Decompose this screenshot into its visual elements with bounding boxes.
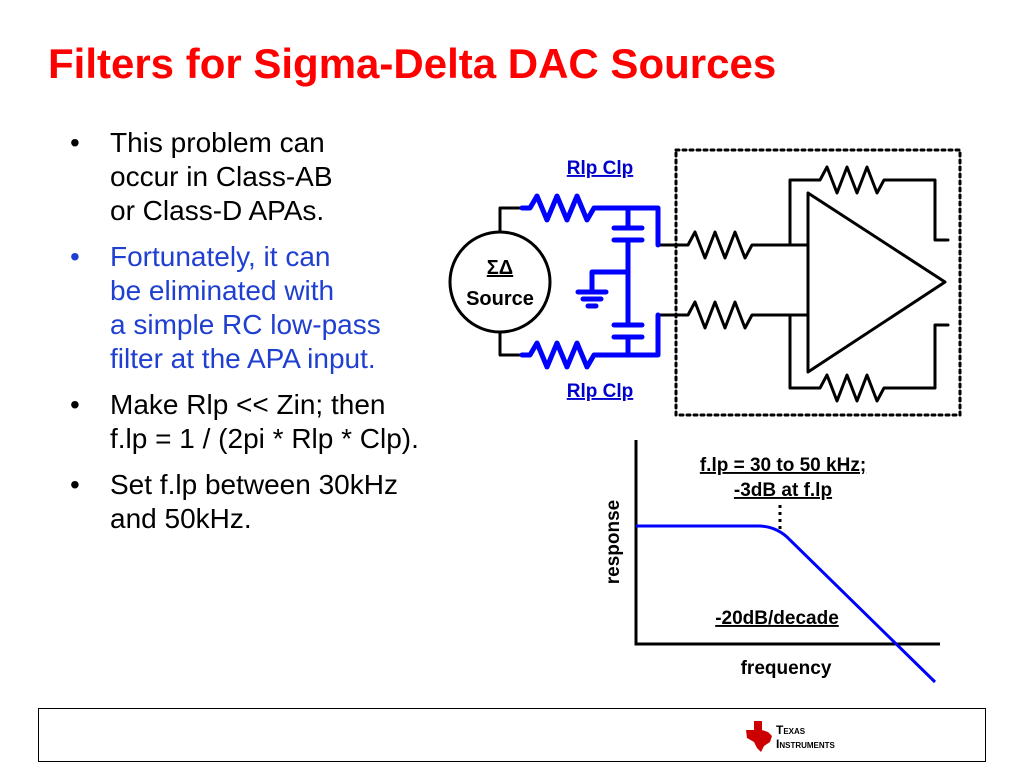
bullet-dot: • bbox=[70, 127, 80, 158]
bullet-list: • This problem can occur in Class-AB or … bbox=[70, 126, 590, 548]
circuit-diagram: Rlp Clp Rlp Clp ΣΔ Source f.lp = 30 to 5… bbox=[448, 148, 962, 684]
plot-slope-label: -20dB/decade bbox=[715, 608, 839, 629]
bullet-line: Make Rlp << Zin; then bbox=[110, 389, 386, 420]
bullet-item: • Fortunately, it can be eliminated with… bbox=[70, 240, 590, 376]
bullet-line: This problem can bbox=[110, 127, 325, 158]
filter-capacitor-bottom bbox=[611, 292, 645, 358]
input-resistor-top bbox=[656, 230, 810, 260]
amplifier-triangle bbox=[806, 191, 947, 374]
filter-ground-node bbox=[589, 267, 631, 298]
bullet-dot: • bbox=[70, 469, 80, 500]
bullet-line: and 50kHz. bbox=[110, 503, 252, 534]
bullet-item: • This problem can occur in Class-AB or … bbox=[70, 126, 590, 228]
filter-capacitor-top bbox=[611, 205, 645, 273]
bullet-dot: • bbox=[70, 241, 80, 272]
plot-xlabel: frequency bbox=[741, 658, 832, 679]
plot-axes bbox=[634, 440, 940, 646]
filter-resistor-bottom bbox=[519, 312, 661, 370]
bullet-item: • Set f.lp between 30kHz and 50kHz. bbox=[70, 468, 590, 536]
source-label: Source bbox=[466, 288, 534, 310]
feedback-resistor-top bbox=[788, 165, 950, 247]
bullet-line: or Class-D APAs. bbox=[110, 195, 325, 226]
plot-annotation-line1: f.lp = 30 to 50 kHz; bbox=[700, 455, 866, 476]
ground-icon bbox=[575, 289, 609, 309]
ti-logo: Texas Instruments bbox=[746, 721, 836, 752]
plot-ylabel: response bbox=[603, 500, 624, 584]
bullet-line: be eliminated with bbox=[110, 275, 335, 306]
texas-state-icon bbox=[746, 721, 772, 752]
source-lead-bottom bbox=[498, 330, 524, 357]
feedback-resistor-bottom bbox=[788, 313, 950, 403]
bullet-line: occur in Class-AB bbox=[110, 161, 333, 192]
logo-line1: Texas bbox=[776, 723, 806, 737]
bullet-line: Fortunately, it can bbox=[110, 241, 331, 272]
plot-annotation-line2: -3dB at f.lp bbox=[734, 480, 832, 501]
sigma-delta-source-circle bbox=[448, 230, 552, 334]
slide-title: Filters for Sigma-Delta DAC Sources bbox=[48, 40, 777, 87]
logo-line2: Instruments bbox=[776, 737, 836, 751]
input-resistor-bottom bbox=[656, 300, 810, 330]
bullet-line: Set f.lp between 30kHz bbox=[110, 469, 398, 500]
bullet-line: f.lp = 1 / (2pi * Rlp * Clp). bbox=[110, 423, 419, 454]
filter-label-bottom: Rlp Clp bbox=[567, 381, 634, 402]
footer-bar bbox=[38, 708, 986, 762]
response-curve bbox=[636, 524, 937, 684]
amplifier-boundary bbox=[674, 148, 962, 417]
source-symbol: ΣΔ bbox=[487, 257, 513, 279]
bullet-line: filter at the APA input. bbox=[110, 343, 376, 374]
bullet-item: • Make Rlp << Zin; then f.lp = 1 / (2pi … bbox=[70, 388, 590, 456]
filter-label-top: Rlp Clp bbox=[567, 158, 634, 179]
bullet-dot: • bbox=[70, 389, 80, 420]
bullet-line: a simple RC low-pass bbox=[110, 309, 381, 340]
source-lead-top bbox=[498, 206, 524, 234]
filter-resistor-top bbox=[519, 193, 661, 248]
